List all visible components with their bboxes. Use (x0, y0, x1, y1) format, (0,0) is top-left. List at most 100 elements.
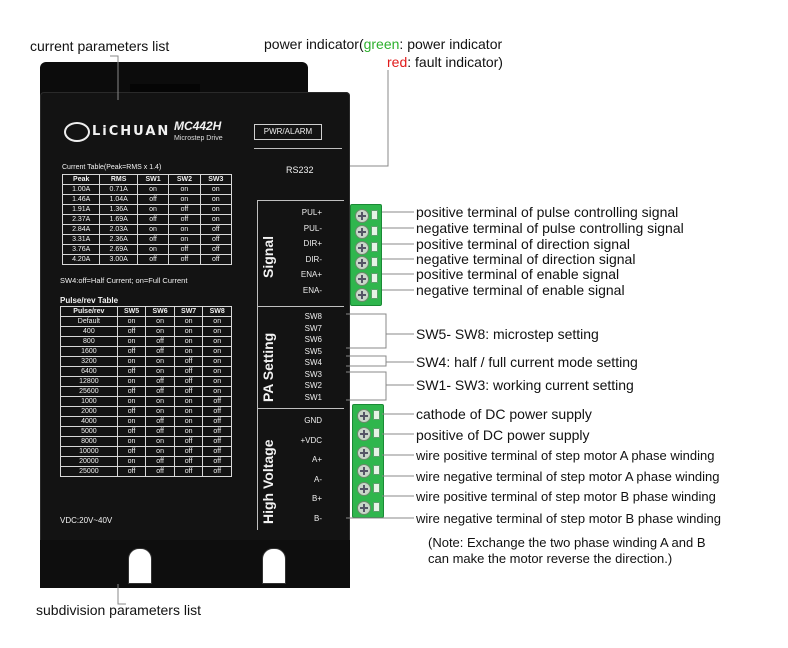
bracket-sw1-3 (346, 371, 387, 401)
power-wire-slot (373, 446, 380, 457)
signal-terminal-label: ENA- (302, 285, 322, 295)
power-wire-slot (373, 464, 380, 475)
callout-a-plus: wire positive terminal of step motor A p… (416, 448, 715, 463)
power-terminal-label: GND (304, 416, 322, 425)
red-word: red (387, 54, 408, 70)
signal-terminal-label: DIR+ (303, 239, 322, 248)
rs232-label: RS232 (286, 165, 314, 175)
callout-pul-minus: negative terminal of pulse controlling s… (416, 220, 684, 236)
leader-subdivision (117, 584, 126, 605)
current-table-cell: off (199, 254, 233, 265)
switch-label: SW1 (304, 392, 322, 402)
callout-sw1-3: SW1- SW3: working current setting (416, 377, 634, 393)
green-suffix: : power indicator (399, 36, 503, 52)
callout-b-minus: wire negative terminal of step motor B p… (416, 511, 721, 526)
signal-screw-icon[interactable] (355, 224, 369, 239)
power-screw-icon[interactable] (357, 445, 371, 460)
switch-label: SW7 (304, 323, 322, 333)
pulse-table-cell: 25000 (60, 466, 118, 477)
signal-wire-slot (371, 210, 378, 220)
callout-gnd: cathode of DC power supply (416, 406, 592, 422)
signal-terminal-label: PUL+ (301, 208, 322, 217)
signal-terminal-label: PUL- (303, 223, 322, 233)
signal-wire-slot (371, 241, 378, 252)
signal-screw-icon[interactable] (355, 288, 369, 302)
brand-name: LiCHUAN (92, 124, 171, 139)
model-number: MC442H (174, 119, 222, 133)
power-terminal-label: A- (314, 474, 322, 484)
callout-sw4: SW4: half / full current mode setting (416, 354, 638, 370)
pulse-table-cell: off (202, 466, 232, 477)
power-terminal-label: +VDC (300, 435, 322, 445)
green-word: green (363, 36, 400, 52)
signal-terminal-label: ENA+ (300, 270, 322, 279)
note-line-1: (Note: Exchange the two phase winding A … (428, 535, 706, 550)
power-connector (352, 404, 384, 518)
leader-power-indicator (350, 70, 389, 167)
leader-current-params (110, 55, 119, 100)
callout-power-indicator: power indicator(green: power indicator (264, 36, 502, 52)
signal-screw-icon[interactable] (355, 272, 369, 287)
callout-fault-indicator: red: fault indicator) (387, 54, 503, 70)
power-screw-icon[interactable] (357, 409, 371, 423)
switch-label: SW2 (304, 381, 322, 390)
callout-a-minus: wire negative terminal of step motor A p… (416, 469, 720, 484)
note-line-2: can make the motor reverse the direction… (428, 551, 673, 566)
callout-ena-plus: positive terminal of enable signal (416, 266, 620, 282)
callout-ena-minus: negative terminal of enable signal (416, 282, 625, 298)
mount-slot-left (128, 548, 152, 584)
signal-wire-slot (371, 289, 378, 299)
power-wire-slot (373, 428, 380, 439)
power-screw-icon[interactable] (357, 427, 371, 442)
switch-label: SW5 (304, 346, 322, 356)
power-terminal-label: B- (314, 513, 322, 523)
callout-b-plus: wire positive terminal of step motor B p… (416, 489, 716, 504)
signal-wire-slot (371, 225, 378, 236)
switch-label: SW8 (304, 312, 322, 321)
callout-current-params: current parameters list (30, 38, 170, 54)
model-subtitle: Microstep Drive (174, 135, 223, 142)
power-terminal-label: B+ (311, 494, 322, 503)
power-screw-icon[interactable] (357, 500, 371, 515)
switch-label: SW6 (304, 335, 322, 344)
vdc-range: VDC:20V~40V (60, 516, 113, 525)
device-top-notch (130, 84, 200, 94)
power-wire-slot (373, 501, 380, 512)
callout-dir-plus: positive terminal of direction signal (416, 236, 630, 252)
callout-dir-minus: negative terminal of direction signal (416, 251, 636, 267)
callout-subdivision-params: subdivision parameters list (36, 602, 201, 618)
signal-wire-slot (371, 273, 378, 284)
power-screw-icon[interactable] (357, 482, 371, 497)
current-table-title: Current Table(Peak=RMS x 1.4) (62, 164, 162, 171)
pwr-alarm-label: PWR/ALARM (254, 124, 322, 140)
callout-vdc: positive of DC power supply (416, 427, 590, 443)
sw4-note: SW4:off=Half Current; on=Full Current (60, 276, 188, 285)
power-wire-slot (373, 483, 380, 494)
power-terminal-label: A+ (311, 455, 322, 464)
bracket-sw4 (346, 355, 387, 367)
signal-screw-icon[interactable] (355, 256, 369, 271)
switch-label: SW3 (304, 369, 322, 379)
current-table-cell: 3.00A (99, 254, 138, 265)
switch-label: SW4 (304, 358, 322, 367)
bracket-sw5-8 (346, 313, 387, 349)
power-screw-icon[interactable] (357, 463, 371, 478)
signal-wire-slot (371, 257, 378, 268)
signal-screw-icon[interactable] (355, 240, 369, 255)
red-suffix: : fault indicator) (407, 54, 503, 70)
signal-screw-icon[interactable] (355, 209, 369, 223)
lichuan-logo-icon (64, 122, 90, 142)
callout-pul-plus: positive terminal of pulse controlling s… (416, 204, 679, 220)
mount-slot-right (262, 548, 286, 584)
